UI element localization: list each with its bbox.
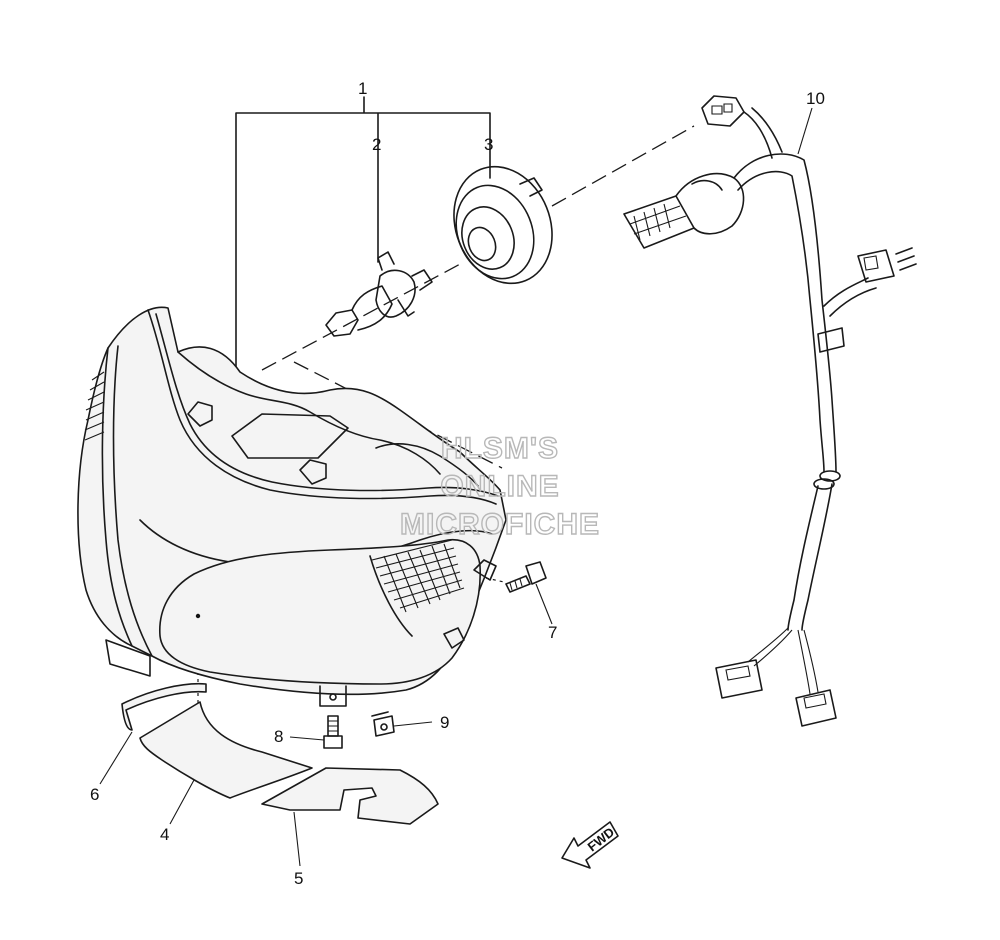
callout-bracket (235, 96, 491, 369)
assembly-line-bulb (261, 261, 465, 371)
forward-label: FWD (585, 824, 618, 854)
assembly-line-bolt (485, 577, 505, 583)
leader-lines (99, 107, 813, 867)
part-3-cover (453, 165, 553, 285)
part-6-pad (121, 682, 207, 731)
callout-10: 10 (806, 89, 825, 108)
callout-7: 7 (548, 623, 557, 642)
callout-8: 8 (274, 727, 283, 746)
callout-6: 6 (90, 785, 99, 804)
part-10-harness (623, 95, 917, 727)
callout-5: 5 (294, 869, 303, 888)
part-9-nut (371, 711, 395, 737)
part-8-bolt (323, 715, 343, 749)
forward-arrow-icon: FWD (561, 821, 619, 869)
assembly-line-connector (551, 125, 695, 207)
watermark-line-2: ONLINE (440, 470, 559, 503)
callout-3: 3 (484, 135, 493, 154)
headlight-assembly (77, 306, 507, 707)
watermark-line-3: MICROFICHE (400, 508, 600, 541)
part-7-bolt (505, 561, 547, 593)
callout-9: 9 (440, 713, 449, 732)
part-4-plate (139, 701, 313, 799)
callout-4: 4 (160, 825, 169, 844)
part-2-bulb (325, 251, 433, 337)
callout-2: 2 (372, 135, 381, 154)
watermark-line-1: HLSM'S (441, 432, 559, 465)
callout-1: 1 (358, 79, 367, 98)
part-5-stay (261, 767, 439, 825)
